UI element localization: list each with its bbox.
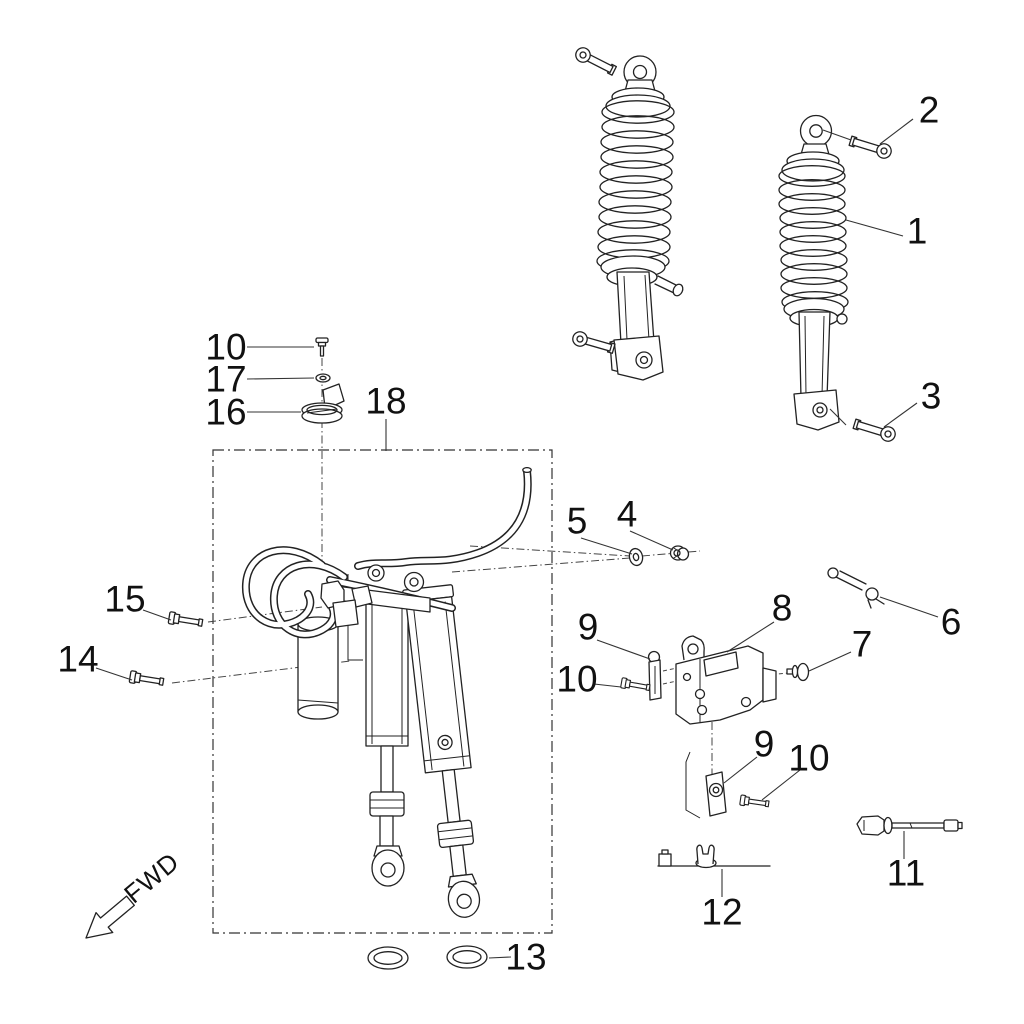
manifold-fittings — [320, 564, 431, 628]
bolt-10-middle — [620, 677, 651, 694]
lower-mount-bolt-left-shock — [570, 329, 617, 357]
wire-clip-6 — [827, 567, 885, 609]
bolt-2 — [847, 133, 894, 161]
nut-4 — [669, 545, 690, 561]
callout-4: 4 — [616, 493, 638, 535]
bolt-10-lower — [739, 794, 770, 810]
bolt-7 — [786, 662, 810, 682]
hydraulic-hoses — [241, 466, 532, 639]
callout-6: 6 — [940, 601, 962, 643]
callout-18: 18 — [365, 380, 407, 422]
callout-17: 17 — [205, 358, 247, 400]
fwd-arrow-icon — [85, 895, 135, 939]
coil-spring-right — [778, 165, 849, 313]
callout-15: 15 — [104, 578, 146, 620]
bolt-15 — [167, 611, 204, 630]
dashed-boundary-box — [212, 449, 553, 934]
callout-10-middle: 10 — [556, 658, 598, 700]
o-ring-left — [367, 946, 409, 970]
callout-9-lower: 9 — [753, 723, 775, 765]
callout-12: 12 — [701, 891, 743, 933]
callout-8: 8 — [771, 587, 793, 629]
bolt-3 — [851, 416, 898, 444]
bracket-8 — [675, 635, 777, 725]
reservoir-canister — [297, 616, 339, 720]
callout-10-top: 10 — [205, 326, 247, 368]
callout-9-upper: 9 — [577, 606, 599, 648]
damper-right — [402, 584, 481, 918]
callout-11: 11 — [886, 852, 926, 894]
shock-absorber-right — [778, 114, 898, 444]
cap-16 — [301, 383, 345, 424]
callout-14: 14 — [57, 638, 99, 680]
callout-10-lower: 10 — [788, 737, 830, 779]
coil-spring-left — [596, 100, 675, 273]
callout-16: 16 — [205, 391, 247, 433]
clip-9-upper — [647, 650, 662, 701]
washer-17 — [315, 373, 331, 383]
callout-7: 7 — [851, 623, 873, 665]
leader-lines — [95, 118, 939, 959]
o-ring-right — [446, 945, 488, 969]
callout-13: 13 — [505, 936, 547, 978]
bolt-14 — [128, 670, 165, 689]
callout-5: 5 — [566, 500, 588, 542]
callout-3: 3 — [920, 375, 942, 417]
washer-5 — [628, 547, 644, 567]
retainer-12 — [657, 844, 771, 869]
upper-mount-bolt-left-shock — [572, 44, 619, 78]
screw-10-top — [315, 337, 329, 357]
callout-2: 2 — [918, 89, 940, 131]
central-assembly — [241, 466, 532, 918]
callout-1: 1 — [906, 210, 928, 252]
damper-left — [365, 590, 409, 887]
clip-9-lower — [685, 751, 727, 819]
sensor-cable-11 — [856, 815, 963, 836]
shock-absorber-left — [570, 44, 684, 381]
